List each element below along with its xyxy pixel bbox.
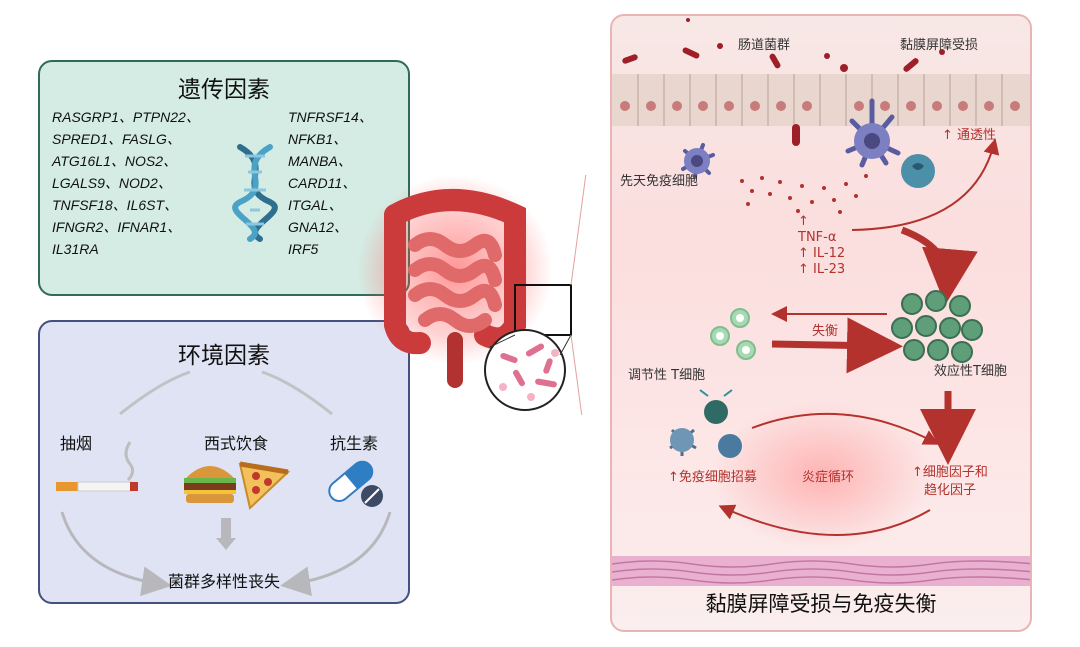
imbalance-label: 失衡 — [812, 324, 839, 339]
chemokines-label: ↑细胞因子和 趋化因子 — [912, 464, 988, 500]
mucosa-title: 黏膜屏障受损与免疫失衡 — [705, 592, 937, 616]
cytokine-line: TNF-α — [798, 230, 837, 245]
western-diet-label: 西式饮食 — [204, 434, 269, 453]
gene-line: IRF5 — [288, 241, 319, 257]
gene-line: ATG16L1、NOS2、 — [52, 153, 178, 169]
innate-immune-cells-label: 先天免疫细胞 — [620, 174, 699, 189]
cytokine-line: ↑ — [798, 214, 809, 229]
antibiotics-label: 抗生素 — [330, 434, 379, 453]
genes-right-list: TNFRSF14、 NFKB1、 MANBA、 CARD11、 ITGAL、 G… — [288, 106, 373, 260]
cytokine-list: ↑ TNF-α ↑ IL-12 ↑ IL-23 — [798, 214, 845, 278]
gene-line: ITGAL、 — [288, 197, 343, 213]
gene-line: IL31RA — [52, 241, 99, 257]
smoking-label: 抽烟 — [60, 434, 93, 453]
pill-icon — [328, 460, 383, 507]
gene-line: LGALS9、NOD2、 — [52, 175, 172, 191]
environment-arrows — [60, 370, 392, 597]
immune-recruitment-label: ↑免疫细胞招募 — [668, 470, 757, 485]
barrier-damage-label: 黏膜屏障受损 — [900, 38, 979, 53]
gene-line: RASGRP1、PTPN22、 — [52, 109, 200, 125]
chemokines-line: 趋化因子 — [923, 483, 976, 498]
genetic-factors-panel: 遗传因素 RASGRP1、PTPN22、 SPRED1、FASLG、 ATG16… — [38, 60, 410, 296]
gene-line: TNFSF18、IL6ST、 — [52, 197, 179, 213]
cigarette-icon — [56, 441, 138, 492]
cytokine-line: ↑ IL-23 — [798, 262, 846, 277]
genetic-title: 遗传因素 — [178, 77, 270, 103]
genes-left-list: RASGRP1、PTPN22、 SPRED1、FASLG、 ATG16L1、NO… — [52, 106, 200, 260]
mucosa-illustration — [612, 18, 1030, 586]
gene-line: CARD11、 — [288, 175, 357, 191]
gene-line: GNA12、 — [288, 219, 348, 235]
gene-line: MANBA、 — [288, 153, 352, 169]
environmental-factors-panel: 环境因素 抽烟 西式饮食 抗生素 — [38, 320, 410, 604]
treg-label: 调节性 T细胞 — [628, 368, 706, 383]
chemokines-line: ↑细胞因子和 — [912, 465, 988, 480]
permeability-label: ↑ 通透性 — [942, 128, 997, 143]
gene-line: TNFRSF14、 — [288, 109, 373, 125]
gut-flora-label: 肠道菌群 — [738, 38, 791, 53]
mucosa-panel: 肠道菌群 黏膜屏障受损 ↑ 通透性 先天免疫细胞 ↑ TNF-α ↑ IL-12… — [610, 14, 1032, 632]
diversity-loss-label: 菌群多样性丧失 — [167, 572, 280, 591]
pizza-icon — [238, 461, 291, 510]
environment-title: 环境因素 — [178, 343, 270, 369]
gene-line: NFKB1、 — [288, 131, 348, 147]
dna-helix-icon — [232, 144, 278, 242]
effector-t-cells-label: 效应性T细胞 — [934, 364, 1007, 379]
colon-illustration — [357, 175, 587, 415]
gene-line: IFNGR2、IFNAR1、 — [52, 219, 182, 235]
inflammation-cycle-label: 炎症循环 — [802, 470, 855, 485]
gene-line: SPRED1、FASLG、 — [52, 131, 181, 147]
cytokine-line: ↑ IL-12 — [798, 246, 846, 261]
burger-icon — [184, 466, 236, 503]
